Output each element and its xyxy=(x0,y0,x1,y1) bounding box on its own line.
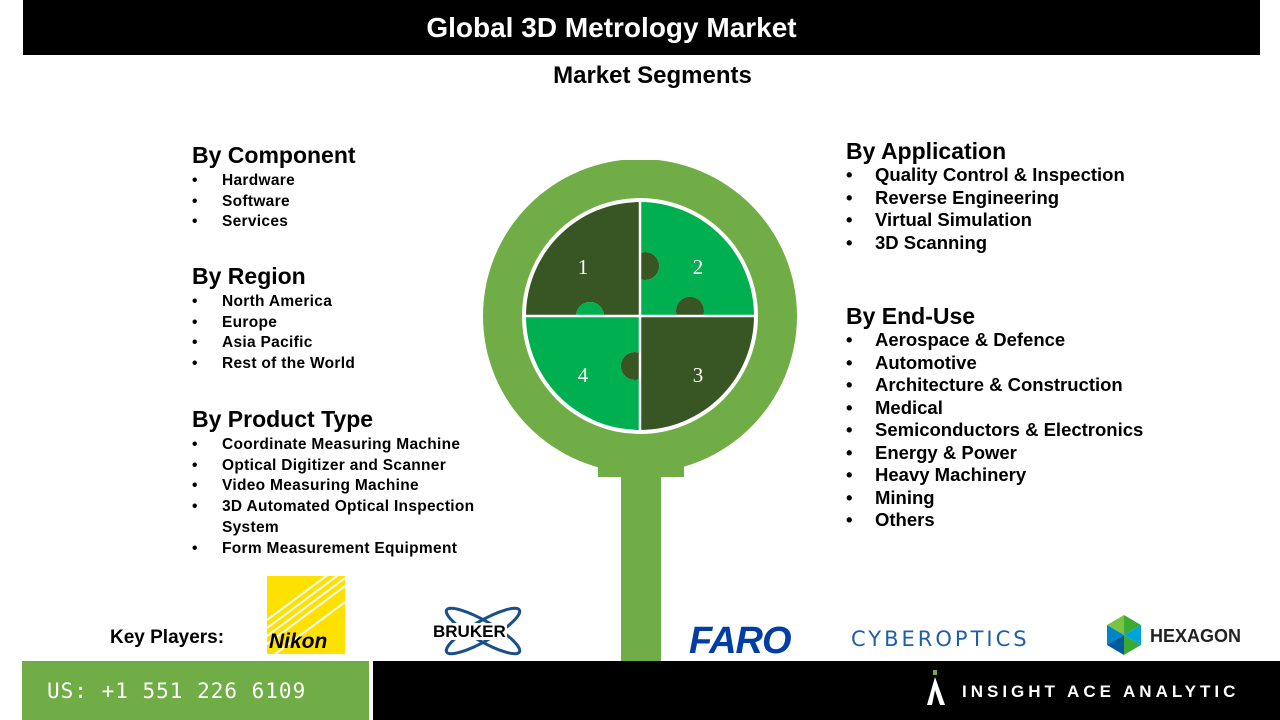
list-item: Rest of the World xyxy=(192,354,355,375)
list-item: Medical xyxy=(846,397,1143,420)
segment-component: By Component Hardware Software Services xyxy=(192,142,356,233)
list-item: Europe xyxy=(192,313,355,334)
hexagon-logo: HEXAGON xyxy=(1105,615,1245,657)
insightace-logo xyxy=(927,670,945,705)
list-item: Heavy Machinery xyxy=(846,464,1143,487)
list-item: Services xyxy=(192,212,356,233)
list-item: North America xyxy=(192,292,355,313)
list-item: Video Measuring Machine xyxy=(192,476,512,497)
list-item: 3D Automated Optical Inspection System xyxy=(192,497,512,538)
bruker-logo: BRUKER xyxy=(430,602,536,660)
key-players-label: Key Players: xyxy=(110,627,225,648)
segment-list: Coordinate Measuring Machine Optical Dig… xyxy=(192,435,512,559)
segment-end-use: By End-Use Aerospace & Defence Automotiv… xyxy=(846,303,1143,532)
cyberoptics-logo: CYBEROPTICS xyxy=(851,627,1030,651)
footer-bar xyxy=(373,661,1280,720)
segment-application: By Application Quality Control & Inspect… xyxy=(846,138,1125,254)
list-item: Architecture & Construction xyxy=(846,374,1143,397)
segment-list: Aerospace & Defence Automotive Architect… xyxy=(846,329,1143,532)
segment-title: By Product Type xyxy=(192,406,374,432)
puzzle-piece-3 xyxy=(620,296,754,430)
list-item: Optical Digitizer and Scanner xyxy=(192,456,512,477)
list-item: Coordinate Measuring Machine xyxy=(192,435,512,456)
segment-title: By Component xyxy=(192,142,356,168)
list-item: Asia Pacific xyxy=(192,333,355,354)
segment-list: Hardware Software Services xyxy=(192,171,356,233)
list-item: Automotive xyxy=(846,352,1143,375)
puzzle-number-1: 1 xyxy=(578,255,589,279)
list-item: Virtual Simulation xyxy=(846,209,1125,232)
magnifier-handle xyxy=(621,470,661,665)
hexagon-icon xyxy=(1107,615,1141,655)
puzzle-number-3: 3 xyxy=(693,363,704,387)
segment-title: By Region xyxy=(192,263,306,289)
list-item: Hardware xyxy=(192,171,356,192)
segment-list: North America Europe Asia Pacific Rest o… xyxy=(192,292,355,375)
list-item: Others xyxy=(846,509,1143,532)
phone-contact: US: +1 551 226 6109 xyxy=(22,661,369,720)
list-item: Reverse Engineering xyxy=(846,187,1125,210)
puzzle-number-4: 4 xyxy=(578,363,589,387)
segment-title: By Application xyxy=(846,138,1007,164)
title-bar: Global 3D Metrology Market xyxy=(23,0,1260,55)
list-item: Aerospace & Defence xyxy=(846,329,1143,352)
list-item: Mining xyxy=(846,487,1143,510)
brand-name: INSIGHT ACE ANALYTIC xyxy=(962,682,1240,701)
magnifying-glass-icon: 1 2 3 4 xyxy=(483,160,797,665)
list-item: Quality Control & Inspection xyxy=(846,164,1125,187)
nikon-logo: Nikon xyxy=(267,576,345,654)
puzzle-piece-1 xyxy=(526,202,660,316)
segment-region: By Region North America Europe Asia Paci… xyxy=(192,263,355,375)
list-item: Software xyxy=(192,192,356,213)
faro-logo: FARO xyxy=(689,620,792,662)
list-item: Form Measurement Equipment xyxy=(192,539,512,560)
list-item: 3D Scanning xyxy=(846,232,1125,255)
puzzle-piece-2 xyxy=(640,202,754,316)
puzzle-number-2: 2 xyxy=(693,255,704,279)
page-subtitle: Market Segments xyxy=(553,62,752,89)
segment-title: By End-Use xyxy=(846,303,976,329)
puzzle-piece-4 xyxy=(526,302,640,430)
segment-list: Quality Control & Inspection Reverse Eng… xyxy=(846,164,1125,254)
list-item: Semiconductors & Electronics xyxy=(846,419,1143,442)
phone-number: US: +1 551 226 6109 xyxy=(47,678,307,703)
page-title: Global 3D Metrology Market xyxy=(426,11,797,43)
puzzle-icon xyxy=(526,202,754,430)
segment-product-type: By Product Type Coordinate Measuring Mac… xyxy=(192,406,512,559)
list-item: Energy & Power xyxy=(846,442,1143,465)
